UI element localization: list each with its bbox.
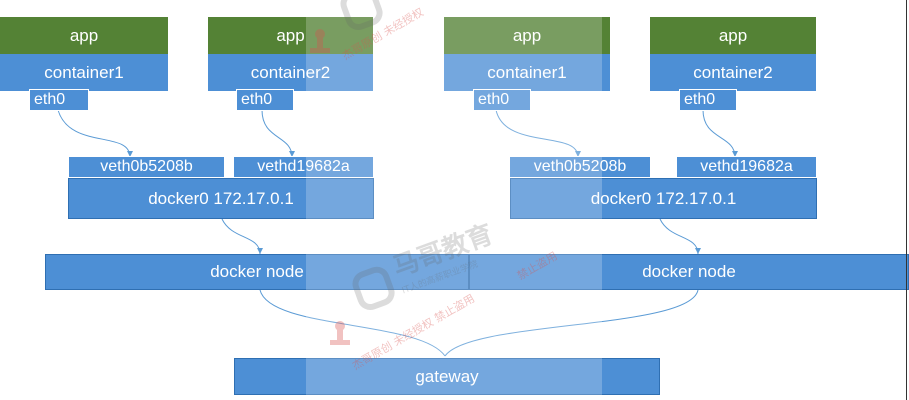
eth-interface: eth0 xyxy=(29,89,89,111)
eth-interface: eth0 xyxy=(679,89,737,111)
docker-node: docker node xyxy=(45,254,469,290)
link-eth0-veth0b5208b-left xyxy=(57,109,131,158)
container-box: container2 xyxy=(208,54,373,91)
link-eth0-veth0b5208b-right xyxy=(495,109,579,158)
eth-interface: eth0 xyxy=(473,89,531,111)
veth-interface: vethd19682a xyxy=(233,156,374,178)
veth-interface: veth0b5208b xyxy=(68,156,225,178)
veth-interface: vethd19682a xyxy=(676,156,817,178)
link-docker0-node-left xyxy=(221,218,261,255)
link-eth0-vethd19682a-left xyxy=(261,109,293,158)
docker0-bridge: docker0 172.17.0.1 xyxy=(510,178,817,219)
container-box: container1 xyxy=(0,54,168,91)
app-label: app xyxy=(444,17,610,54)
window-edge xyxy=(906,0,907,400)
gateway: gateway xyxy=(234,358,660,395)
veth-interface: veth0b5208b xyxy=(509,156,651,178)
app-label: app xyxy=(208,17,373,54)
app-label: app xyxy=(0,17,168,54)
eth-interface: eth0 xyxy=(236,89,294,111)
docker0-bridge: docker0 172.17.0.1 xyxy=(68,178,374,219)
link-node-gateway-left xyxy=(259,289,446,357)
link-node-gateway-right xyxy=(444,289,699,357)
container-box: container1 xyxy=(444,54,610,91)
link-eth0-vethd19682a-right xyxy=(702,109,736,158)
link-docker0-node-right xyxy=(659,218,699,255)
app-label: app xyxy=(650,17,816,54)
docker-node: docker node xyxy=(469,254,909,290)
container-box: container2 xyxy=(650,54,816,91)
